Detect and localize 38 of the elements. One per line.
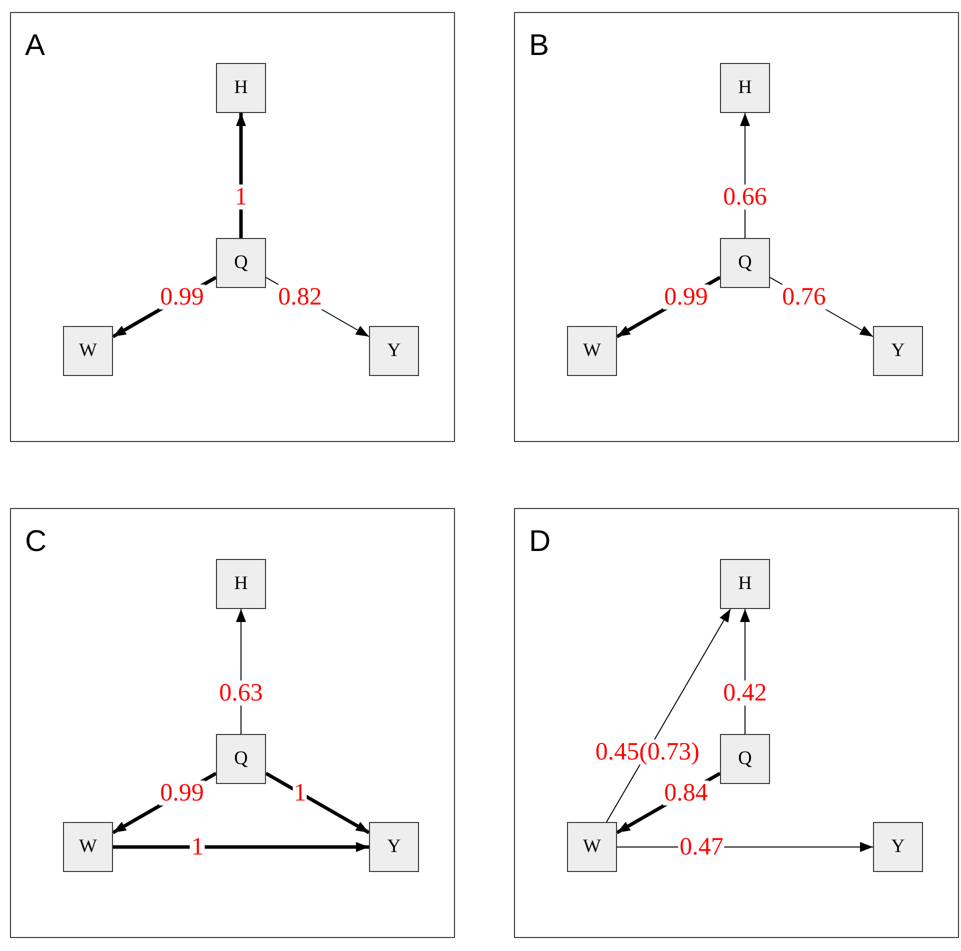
edge-label: 1 [234, 184, 248, 210]
edge-label: 0.76 [781, 284, 827, 310]
edge-label: 0.82 [277, 284, 323, 310]
arrow [606, 608, 731, 822]
variable-box: Q [216, 734, 266, 784]
variable-box: H [720, 559, 770, 609]
variable-box: Y [873, 326, 923, 376]
edge-label: 0.66 [722, 184, 768, 210]
variable-box: Q [216, 238, 266, 288]
variable-box: W [567, 822, 617, 872]
panel-frame [10, 12, 455, 442]
variable-box: Y [369, 822, 419, 872]
edge-label: 0.99 [663, 284, 709, 310]
edge-label: 0.84 [663, 780, 709, 806]
edge-label: 0.63 [218, 680, 264, 706]
panel-letter: A [25, 29, 46, 63]
edge-label: 0.99 [159, 780, 205, 806]
panel-letter: B [529, 29, 550, 63]
arrow [113, 842, 369, 852]
edge-label: 0.99 [159, 284, 205, 310]
variable-box: W [63, 822, 113, 872]
panel-frame [514, 12, 959, 442]
arrow [265, 772, 370, 834]
variable-box: Y [369, 326, 419, 376]
panel-letter: C [25, 525, 47, 559]
edge-label: 0.42 [722, 680, 768, 706]
variable-box: W [567, 326, 617, 376]
panel-frame [514, 508, 959, 938]
variable-box: H [720, 63, 770, 113]
edge-label: 0.45(0.73) [594, 739, 700, 764]
variable-box: H [216, 63, 266, 113]
panel-letter: D [529, 525, 551, 559]
panel-frame [10, 508, 455, 938]
variable-box: Q [720, 734, 770, 784]
variable-box: H [216, 559, 266, 609]
variable-box: W [63, 326, 113, 376]
variable-box: Q [720, 238, 770, 288]
variable-box: Y [873, 822, 923, 872]
